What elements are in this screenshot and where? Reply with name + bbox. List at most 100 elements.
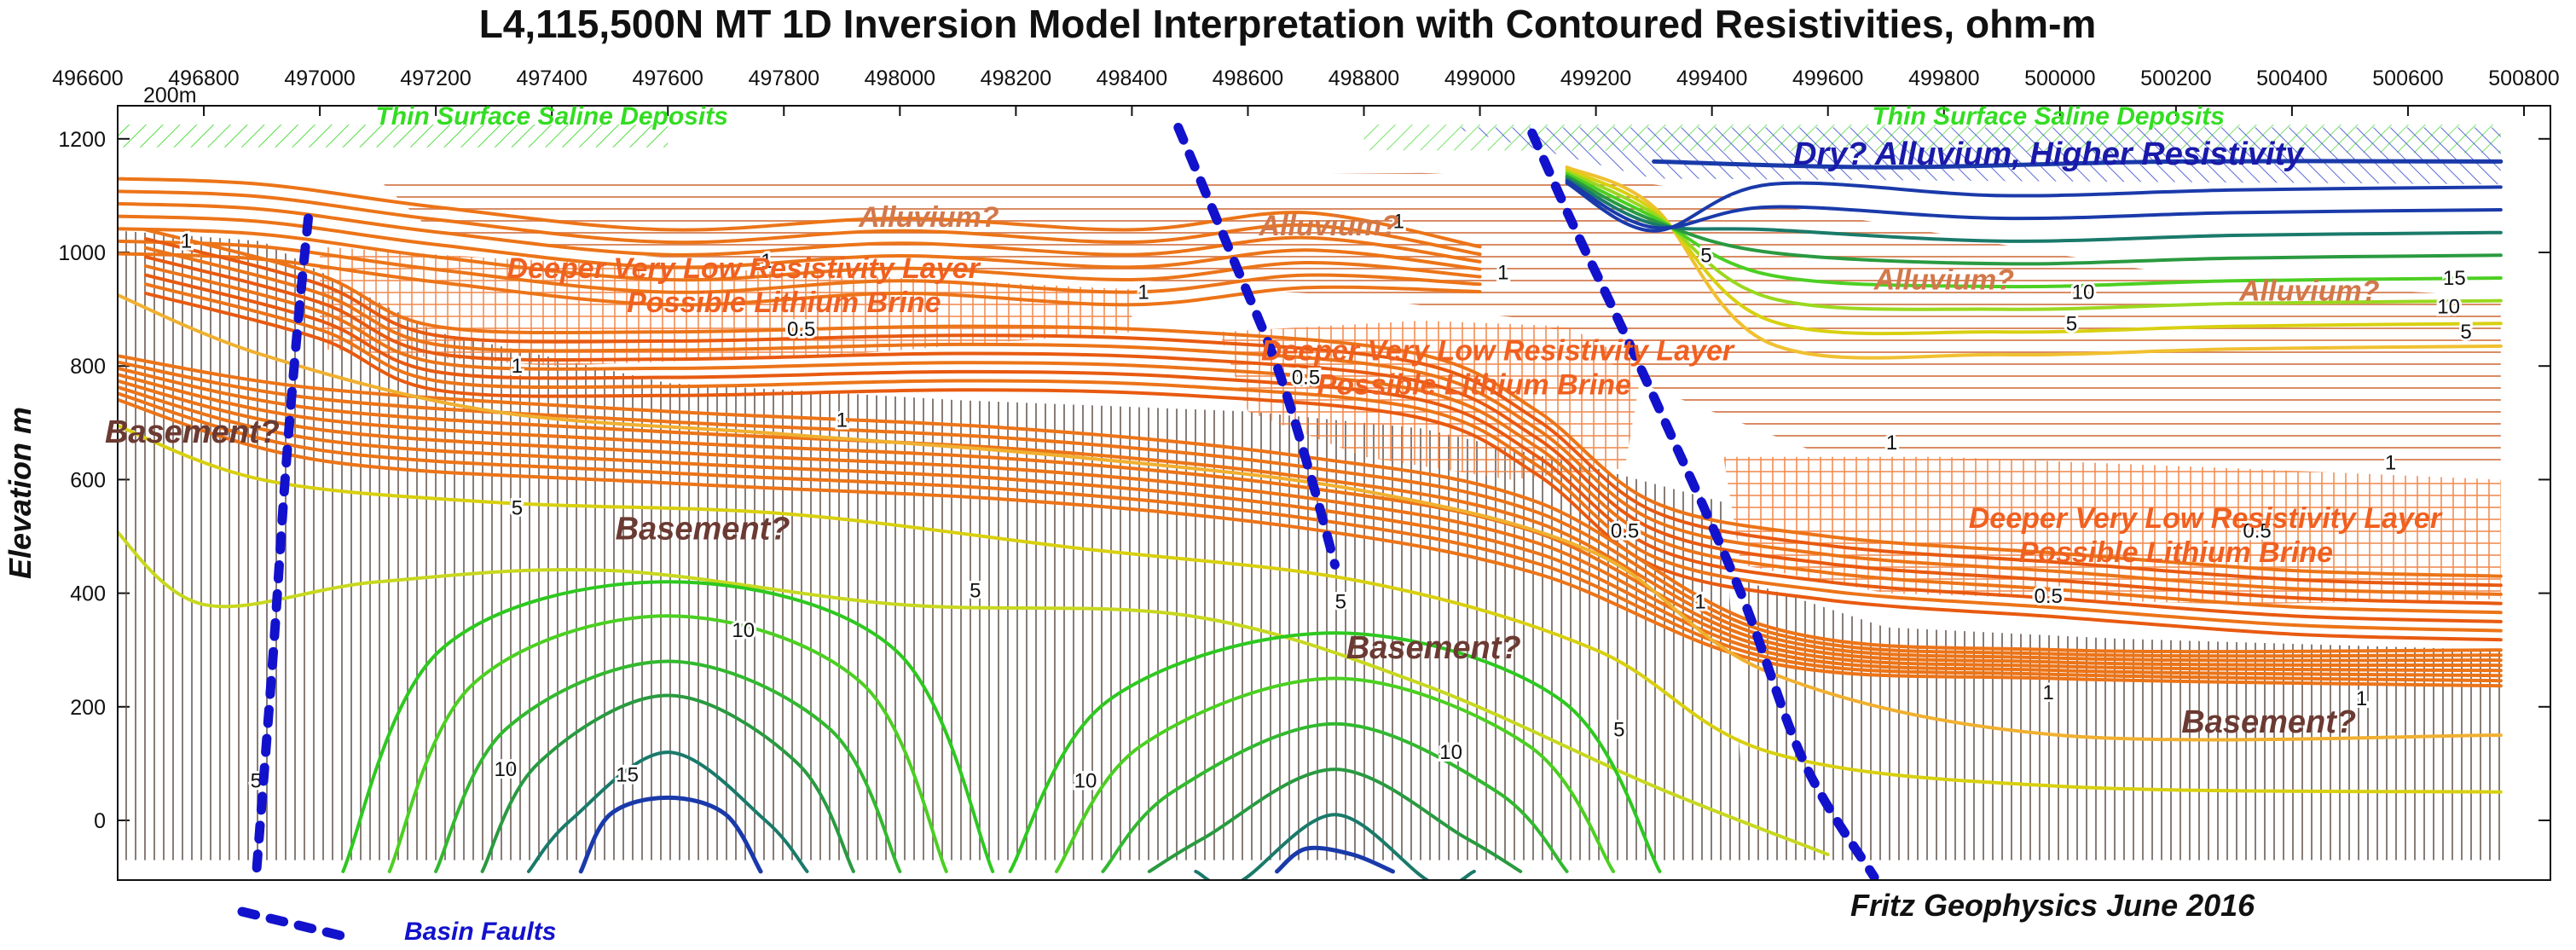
contour-line bbox=[118, 227, 1482, 282]
annotation-label: Dry? Alluvium, Higher Resistivity bbox=[1793, 136, 2305, 172]
contour-line bbox=[1275, 845, 1395, 874]
contour-line bbox=[118, 189, 1482, 257]
annotation-label: Thin Surface Saline Deposits bbox=[1872, 102, 2224, 130]
contour-line bbox=[144, 246, 2503, 596]
basin-faults bbox=[251, 123, 1879, 880]
contour-value-label: 1 bbox=[2043, 681, 2054, 704]
contour-line bbox=[118, 201, 1482, 264]
annotation-label: Basement? bbox=[616, 511, 790, 547]
contour-line bbox=[144, 264, 2503, 615]
annotation-label: Thin Surface Saline Deposits bbox=[375, 102, 727, 130]
contour-value-label: 5 bbox=[2460, 321, 2471, 344]
contour-line bbox=[118, 366, 2503, 663]
annotation-label: Deeper Very Low Resistivity Layer bbox=[1969, 502, 2443, 535]
x-tick-label: 498600 bbox=[1213, 67, 1283, 90]
annotation-label: Alluvium? bbox=[1873, 264, 2015, 296]
contour-value-label: 0.5 bbox=[1292, 367, 1320, 390]
contour-line bbox=[144, 273, 2503, 623]
contour-line bbox=[1565, 181, 2503, 233]
annotation-label: Deeper Very Low Resistivity Layer bbox=[1261, 335, 1735, 368]
contour-value-label: 5 bbox=[970, 579, 981, 602]
contour-value-label: 10 bbox=[1074, 769, 1097, 792]
legend-fault-label: Basin Faults bbox=[404, 918, 556, 946]
x-tick-label: 500600 bbox=[2372, 67, 2443, 90]
contour-value-label: 1 bbox=[1886, 432, 1897, 455]
contour-line bbox=[118, 379, 2503, 673]
contour-value-label: 1 bbox=[181, 230, 192, 253]
contour-value-label: 1 bbox=[2385, 451, 2396, 474]
contour-value-label: 1 bbox=[512, 355, 523, 378]
contour-value-label: 10 bbox=[494, 758, 517, 781]
alluvium-hatch bbox=[378, 172, 2501, 469]
contour-line bbox=[1565, 177, 2503, 243]
chart-title: L4,115,500N MT 1D Inversion Model Interp… bbox=[479, 2, 2097, 46]
y-tick-label: 600 bbox=[70, 468, 106, 492]
contour-line bbox=[118, 177, 1482, 249]
contour-value-label: 1 bbox=[1497, 261, 1508, 284]
contour-line bbox=[1565, 172, 2503, 289]
contour-line bbox=[1008, 631, 1662, 873]
x-tick-label: 498000 bbox=[865, 67, 935, 90]
contour-line bbox=[387, 614, 948, 873]
contour-value-label: 5 bbox=[2066, 312, 2077, 335]
annotation-label: Basement? bbox=[2181, 704, 2356, 740]
x-tick-label: 499200 bbox=[1560, 67, 1631, 90]
contour-line bbox=[1565, 167, 2503, 336]
contour-line bbox=[480, 693, 855, 873]
credit-text: Fritz Geophysics June 2016 bbox=[1850, 888, 2255, 923]
saline-hatch-west bbox=[118, 125, 669, 148]
annotation-label: Possible Lithium Brine bbox=[1317, 369, 1631, 402]
y-tick-label: 1000 bbox=[58, 241, 106, 265]
contour-value-label: 1 bbox=[2356, 687, 2367, 710]
basin-fault-line bbox=[251, 213, 313, 880]
contour-value-label: 10 bbox=[2437, 295, 2460, 318]
x-tick-label: 498800 bbox=[1329, 67, 1399, 90]
plot-frame bbox=[117, 105, 2551, 881]
contour-value-label: 1 bbox=[836, 409, 848, 432]
contour-line bbox=[144, 237, 2503, 588]
x-tick-label: 496800 bbox=[168, 67, 239, 90]
x-tick-label: 497200 bbox=[400, 67, 471, 90]
contour-line bbox=[1055, 676, 1615, 873]
contour-line bbox=[434, 659, 902, 873]
contour-line bbox=[118, 373, 2503, 668]
contour-line bbox=[118, 423, 2503, 794]
x-tick-label: 499000 bbox=[1444, 67, 1515, 90]
contour-value-label: 15 bbox=[616, 764, 639, 787]
y-tick-label: 800 bbox=[70, 355, 106, 379]
legend: Basin Faults bbox=[237, 907, 556, 946]
contour-line bbox=[1147, 768, 1523, 873]
x-tick-label: 497400 bbox=[516, 67, 587, 90]
contour-line bbox=[1565, 179, 2503, 230]
x-tick-label: 499400 bbox=[1676, 67, 1747, 90]
y-axis-label: Elevation m bbox=[3, 407, 38, 579]
legend-fault-swatch bbox=[237, 907, 360, 944]
contour-line bbox=[1565, 165, 2503, 360]
annotation-label: Basement? bbox=[105, 414, 280, 450]
contour-value-label: 10 bbox=[2072, 281, 2095, 304]
contour-value-label: 1 bbox=[1694, 591, 1705, 614]
contour-line bbox=[1652, 159, 2504, 170]
annotation-label: Deeper Very Low Resistivity Layer bbox=[507, 252, 981, 285]
contour-value-label: 5 bbox=[1613, 718, 1624, 741]
annotation-label: Possible Lithium Brine bbox=[2019, 536, 2333, 569]
y-tick-label: 400 bbox=[70, 582, 106, 606]
x-tick-label: 500000 bbox=[2024, 67, 2095, 90]
x-tick-label: 498400 bbox=[1097, 67, 1167, 90]
y-tick-label: 200 bbox=[70, 696, 106, 720]
dry-alluvium-hatch bbox=[1450, 127, 2501, 185]
contour-line bbox=[118, 391, 2503, 683]
annotation-label: Basement? bbox=[1346, 630, 1521, 666]
basin-fault-line bbox=[1527, 128, 1879, 880]
x-tick-label: 499600 bbox=[1792, 67, 1863, 90]
contour-line bbox=[144, 255, 2503, 605]
contour-value-label: 0.5 bbox=[2035, 585, 2063, 608]
contour-value-label: 10 bbox=[732, 619, 755, 642]
basin-fault-line bbox=[1173, 123, 1340, 570]
annotation-label: Alluvium? bbox=[1259, 210, 1400, 242]
contour-line bbox=[1565, 170, 2503, 311]
x-tick-label: 498200 bbox=[981, 67, 1051, 90]
